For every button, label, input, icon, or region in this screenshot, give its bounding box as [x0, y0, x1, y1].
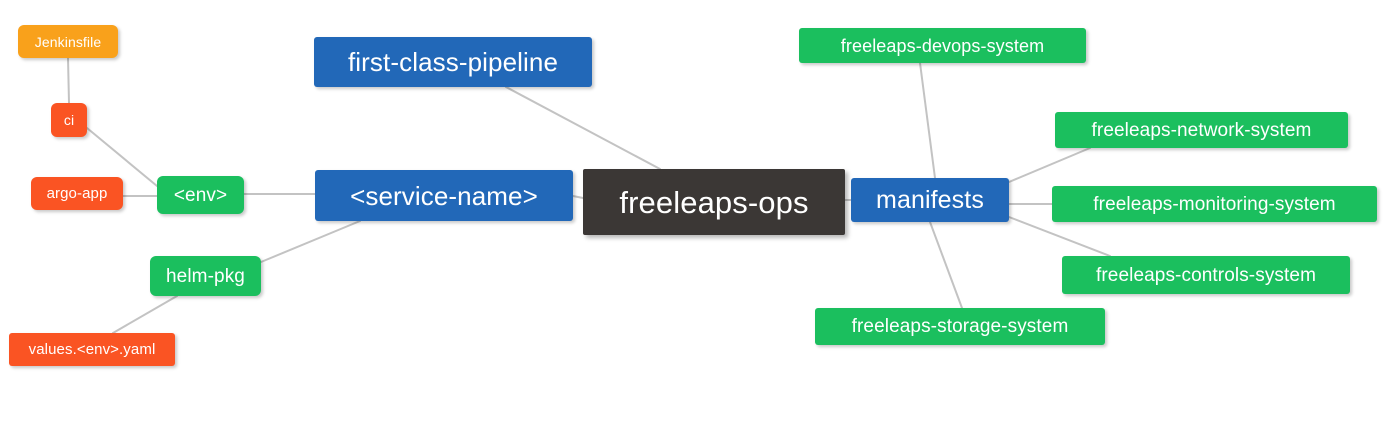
- node-service-name[interactable]: <service-name>: [315, 170, 573, 221]
- node-label: <service-name>: [350, 180, 538, 211]
- node-network-system[interactable]: freeleaps-network-system: [1055, 112, 1348, 148]
- node-label: freeleaps-storage-system: [851, 316, 1069, 337]
- node-first-class-pipeline[interactable]: first-class-pipeline: [314, 37, 592, 87]
- node-helm-pkg[interactable]: helm-pkg: [150, 256, 261, 296]
- node-ci[interactable]: ci: [51, 103, 87, 137]
- node-env[interactable]: <env>: [157, 176, 244, 214]
- node-label: freeleaps-devops-system: [840, 35, 1045, 56]
- node-label: Jenkinsfile: [34, 33, 102, 50]
- edge-manifests-to-controls-system: [1008, 216, 1111, 257]
- edge-manifests-to-devops-system: [919, 62, 936, 179]
- node-values-env-yaml[interactable]: values.<env>.yaml: [9, 333, 175, 366]
- node-label: freeleaps-monitoring-system: [1093, 193, 1336, 215]
- node-label: freeleaps-network-system: [1091, 119, 1312, 141]
- node-jenkinsfile[interactable]: Jenkinsfile: [18, 25, 118, 58]
- node-label: manifests: [876, 185, 984, 214]
- node-devops-system[interactable]: freeleaps-devops-system: [799, 28, 1086, 63]
- node-argo-app[interactable]: argo-app: [31, 177, 123, 210]
- node-label: first-class-pipeline: [347, 47, 559, 77]
- edge-service-name-to-helm-pkg: [260, 220, 361, 263]
- node-monitoring-system[interactable]: freeleaps-monitoring-system: [1052, 186, 1377, 222]
- node-label: freeleaps-controls-system: [1095, 264, 1317, 286]
- edge-service-name-to-freeleaps-ops: [572, 195, 584, 199]
- node-label: freeleaps-ops: [619, 184, 809, 220]
- node-label: helm-pkg: [166, 265, 245, 287]
- edge-helm-pkg-to-values-env-yaml: [112, 295, 178, 334]
- node-label: values.<env>.yaml: [28, 341, 156, 358]
- node-manifests[interactable]: manifests: [851, 178, 1009, 222]
- node-storage-system[interactable]: freeleaps-storage-system: [815, 308, 1105, 345]
- node-label: ci: [63, 112, 75, 128]
- node-controls-system[interactable]: freeleaps-controls-system: [1062, 256, 1350, 294]
- edge-first-class-pipeline-to-freeleaps-ops: [505, 86, 661, 170]
- edge-jenkinsfile-to-ci: [67, 57, 70, 104]
- node-label: argo-app: [46, 185, 108, 202]
- edge-manifests-to-storage-system: [929, 221, 963, 309]
- node-label: <env>: [173, 184, 228, 206]
- node-freeleaps-ops[interactable]: freeleaps-ops: [583, 169, 845, 235]
- edge-manifests-to-network-system: [1008, 147, 1091, 183]
